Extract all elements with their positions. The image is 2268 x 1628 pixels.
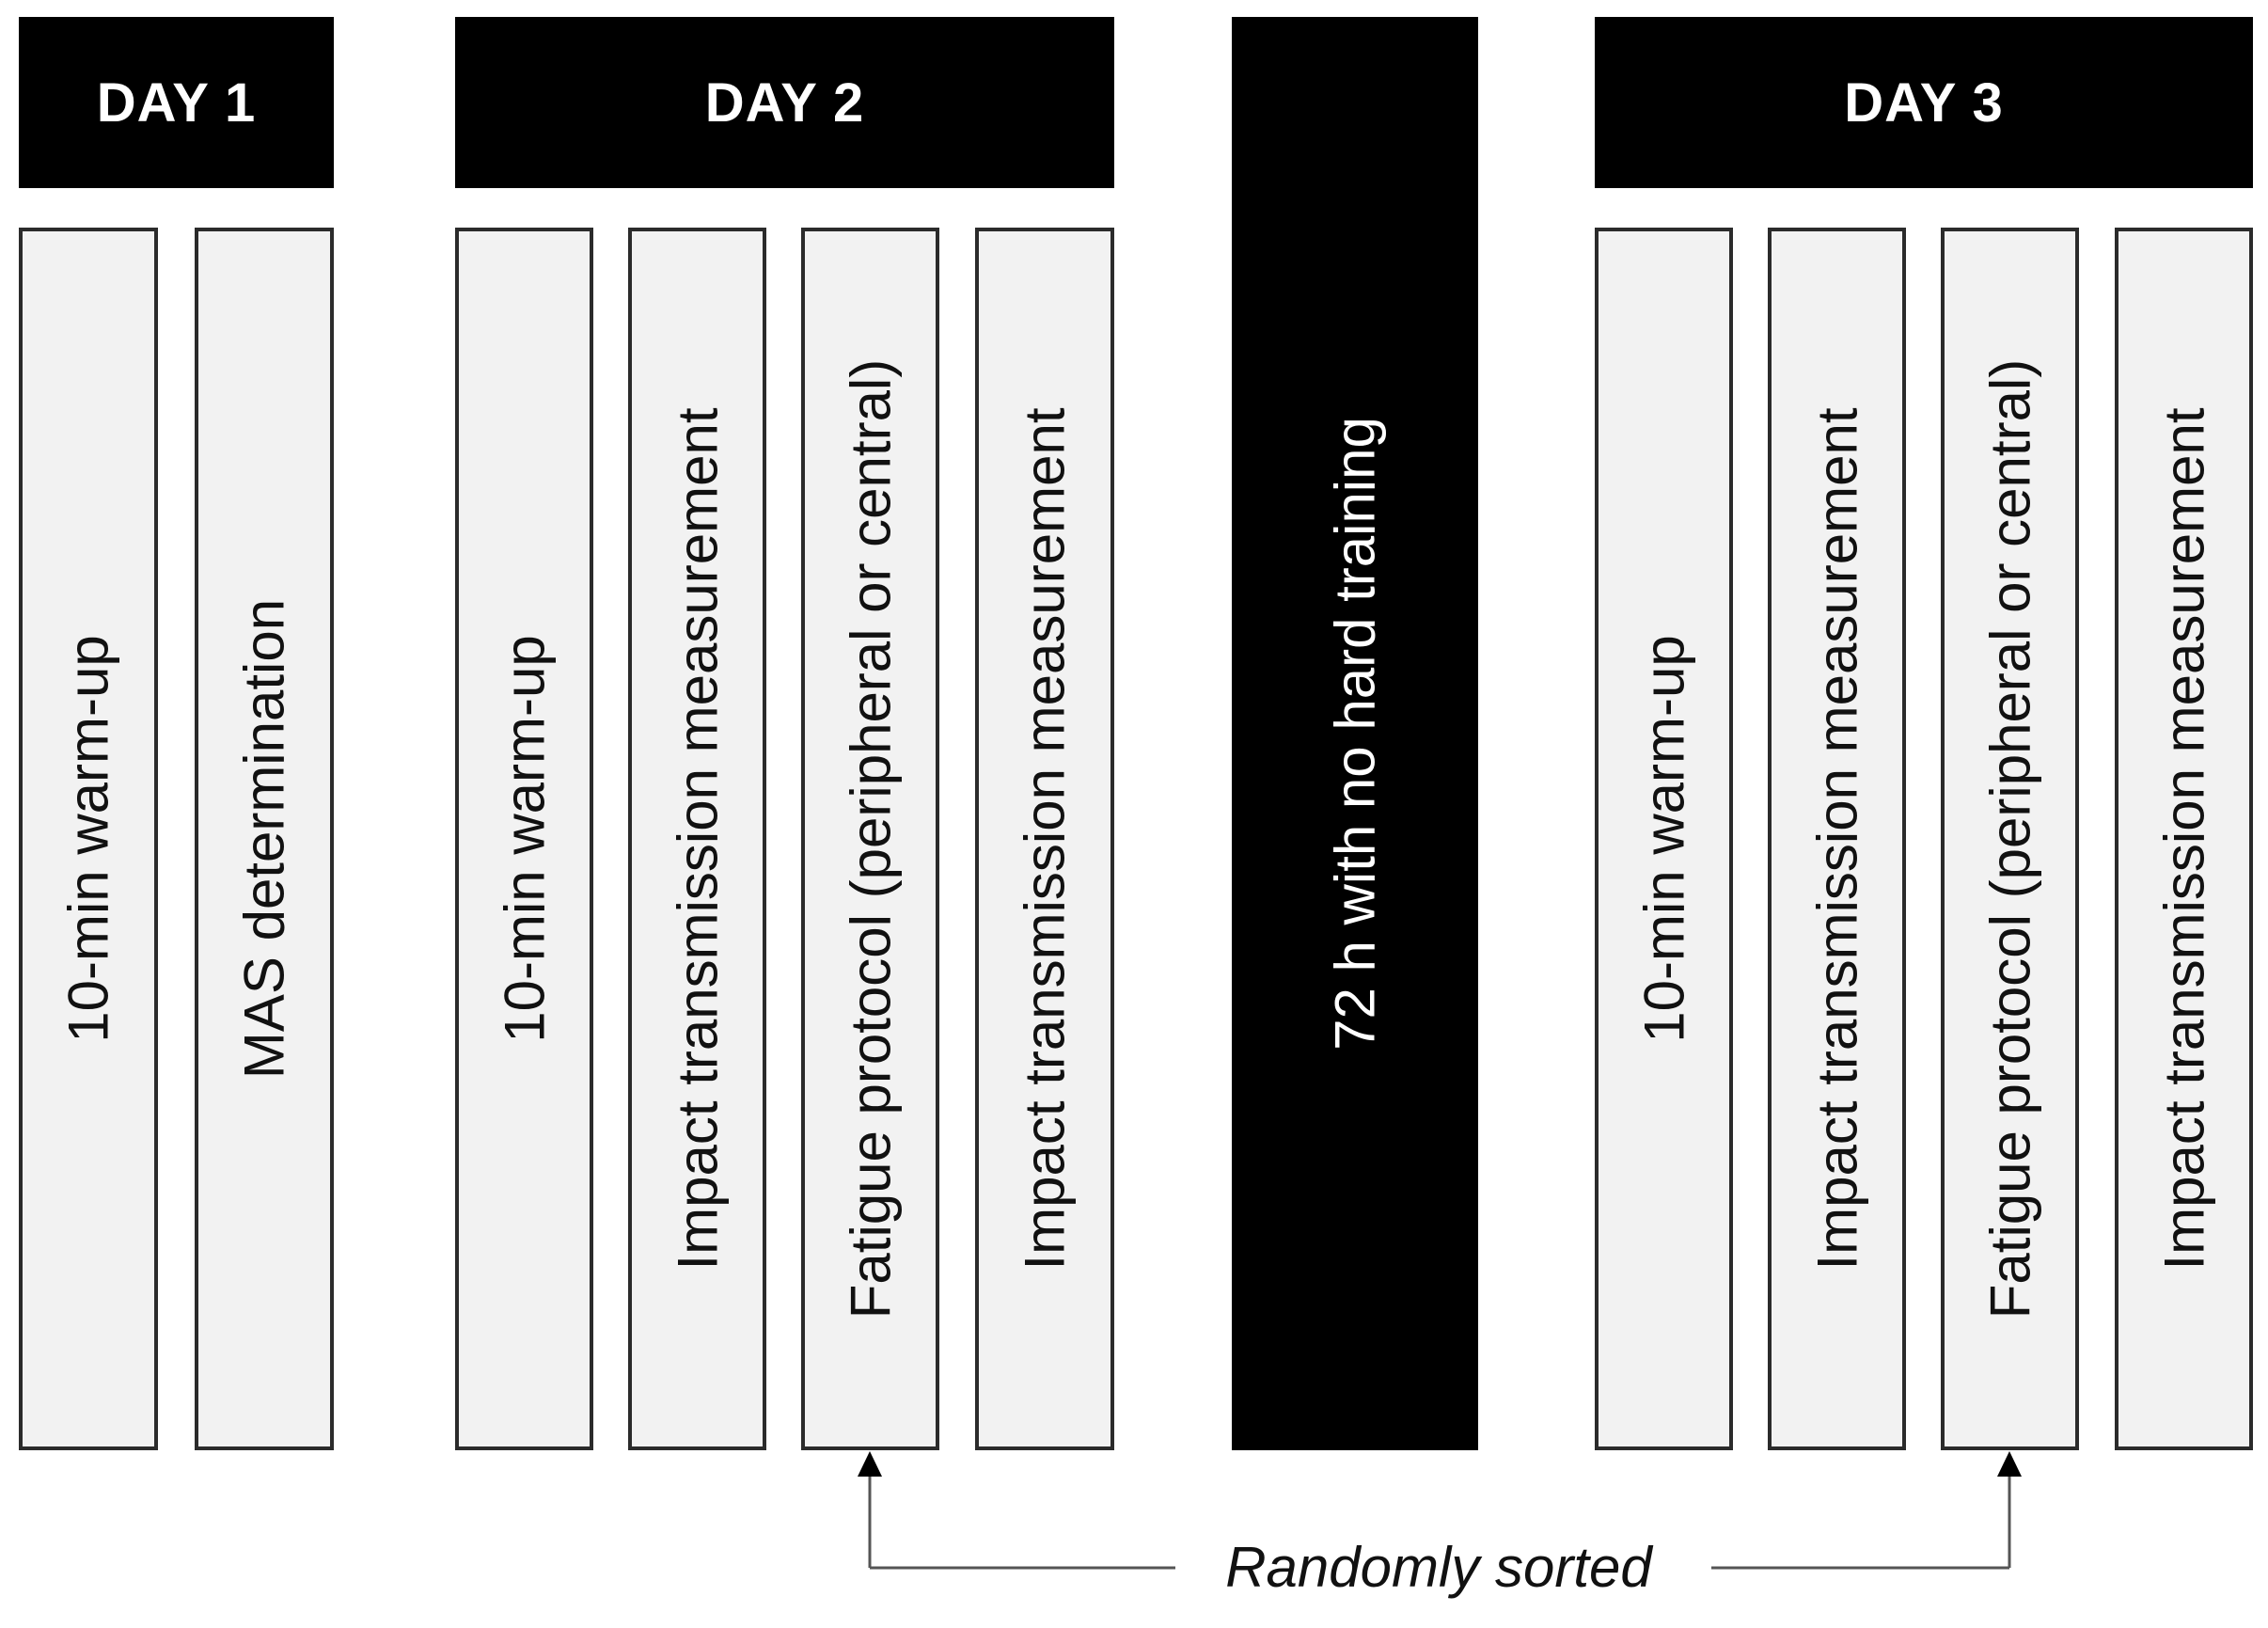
day-1-step-warm-up: 10-min warm-up — [19, 228, 158, 1450]
day-1-header: DAY 1 — [19, 17, 334, 188]
day-2-label: DAY 2 — [704, 71, 865, 134]
day-1-label: DAY 1 — [96, 71, 257, 134]
day-2-step-fatigue-protocol: Fatigue protocol (peripheral or central) — [801, 228, 939, 1450]
arrow-up-icon — [1997, 1451, 2022, 1477]
day-3-step-fatigue-protocol: Fatigue protocol (peripheral or central) — [1941, 228, 2079, 1450]
day-1-step-mas-determination: MAS determination — [195, 228, 334, 1450]
arrow-up-icon — [858, 1451, 882, 1477]
day-3-step-warm-up: 10-min warm-up — [1595, 228, 1733, 1450]
day-3-step-impact-pre: Impact transmission measurement — [1768, 228, 1906, 1450]
day-3-label: DAY 3 — [1844, 71, 2004, 134]
day-2-step-impact-post: Impact transmission measurement — [975, 228, 1114, 1450]
day-2-step-impact-pre: Impact transmission measurement — [628, 228, 766, 1450]
day-2-step-warm-up: 10-min warm-up — [455, 228, 593, 1450]
randomly-sorted-label: Randomly sorted — [1225, 1536, 1652, 1599]
day-3-step-impact-post: Impact transmission measurement — [2115, 228, 2253, 1450]
day-3-header: DAY 3 — [1595, 17, 2253, 188]
day-2-header: DAY 2 — [455, 17, 1114, 188]
rest-period-box: 72 h with no hard training — [1232, 17, 1478, 1450]
